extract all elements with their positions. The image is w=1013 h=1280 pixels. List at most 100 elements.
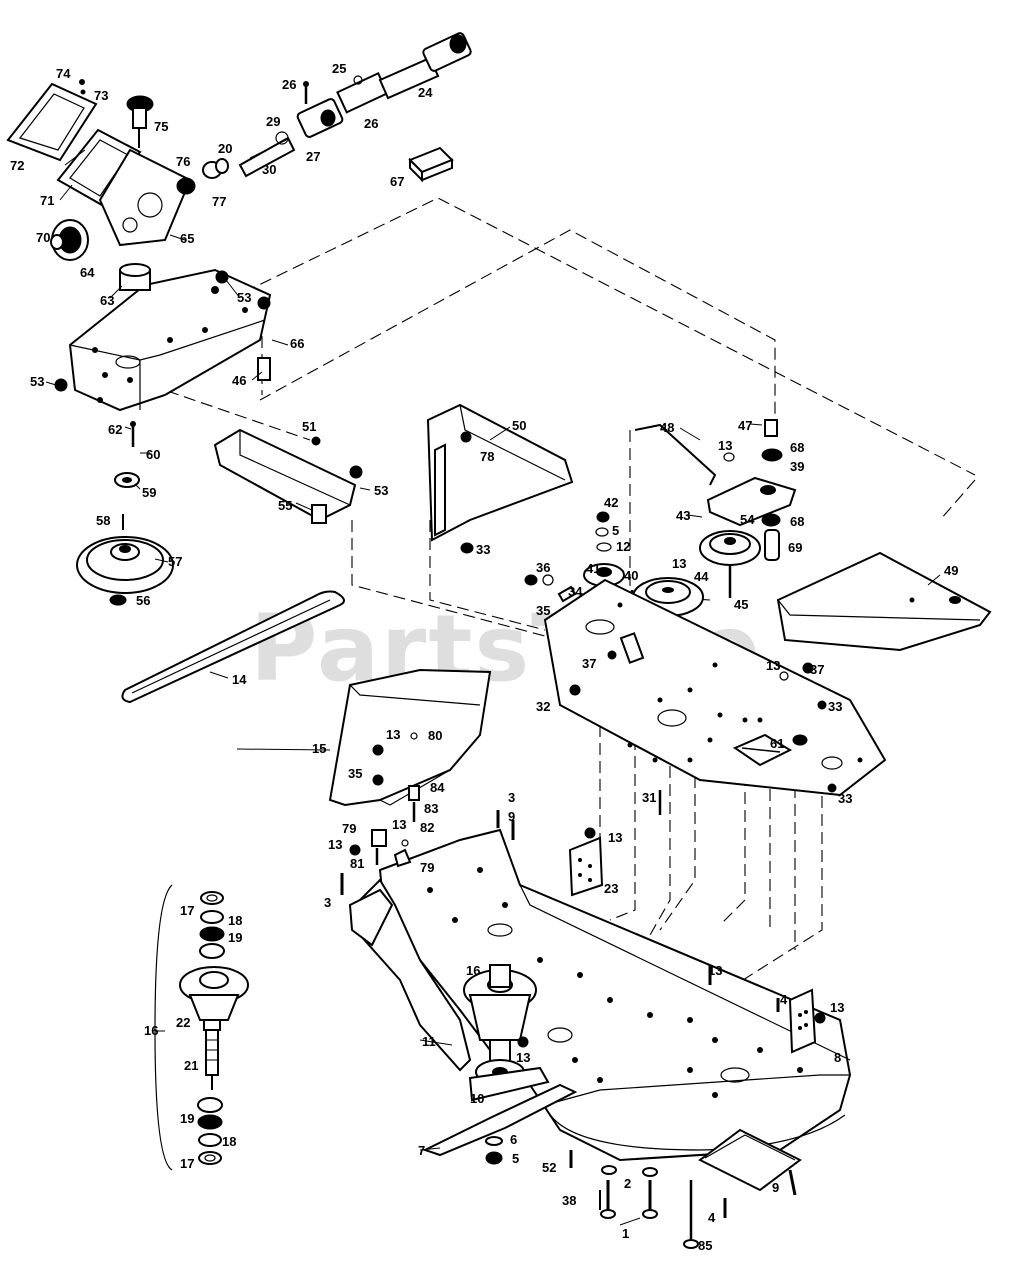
callout-2: 2 xyxy=(624,1176,631,1191)
callout-19-top: 19 xyxy=(228,930,242,945)
leader-lines xyxy=(45,149,941,1226)
gearbox-pulley xyxy=(76,421,174,606)
callout-5-top: 5 xyxy=(612,523,619,538)
callout-16-deck: 16 xyxy=(466,963,480,978)
callout-80: 80 xyxy=(428,728,442,743)
callout-17-top: 17 xyxy=(180,903,194,918)
callout-49: 49 xyxy=(944,563,958,578)
callout-39: 39 xyxy=(790,459,804,474)
callout-70: 70 xyxy=(36,230,50,245)
callout-61: 61 xyxy=(770,736,784,751)
mower-blade xyxy=(422,1083,578,1165)
callout-60: 60 xyxy=(146,447,160,462)
idler-assembly xyxy=(634,419,797,598)
callout-18-bottom: 18 xyxy=(222,1134,236,1149)
callout-37-left: 37 xyxy=(582,656,596,671)
callout-13-far-right: 13 xyxy=(830,1000,844,1015)
callout-26-top: 26 xyxy=(282,77,296,92)
v-belt xyxy=(121,590,345,704)
callout-17-bottom: 17 xyxy=(180,1156,194,1171)
gearbox-mount-bracket xyxy=(54,263,272,412)
callout-13-left: 13 xyxy=(328,837,342,852)
callout-44: 44 xyxy=(694,569,709,584)
callout-12: 12 xyxy=(616,539,630,554)
callout-63: 63 xyxy=(100,293,114,308)
callout-3-top: 3 xyxy=(508,790,515,805)
callout-47: 47 xyxy=(738,418,752,433)
callout-77: 77 xyxy=(212,194,226,209)
callout-1: 1 xyxy=(622,1226,629,1241)
callout-30: 30 xyxy=(262,162,276,177)
callout-3-left: 3 xyxy=(324,895,331,910)
callout-9-bottom: 9 xyxy=(772,1180,779,1195)
cutter-deck xyxy=(348,828,852,1192)
callout-50: 50 xyxy=(512,418,526,433)
callout-40: 40 xyxy=(624,568,638,583)
callout-73: 73 xyxy=(94,88,108,103)
spindle-on-deck xyxy=(463,964,550,1102)
callout-18-top: 18 xyxy=(228,913,242,928)
callout-56: 56 xyxy=(136,593,150,608)
pinion-gear xyxy=(126,95,154,148)
deck-hardware xyxy=(340,810,826,1249)
belt-shield-50 xyxy=(426,403,574,542)
callout-38: 38 xyxy=(562,1193,576,1208)
callout-62: 62 xyxy=(108,422,122,437)
callout-67: 67 xyxy=(390,174,404,189)
callout-29: 29 xyxy=(266,114,280,129)
callout-13-shield: 13 xyxy=(386,727,400,742)
callout-81: 81 xyxy=(350,856,364,871)
belt-shield-49 xyxy=(776,551,992,652)
spindle-exploded-view xyxy=(154,884,249,1171)
callout-13-bracket: 13 xyxy=(608,830,622,845)
callout-9-top: 9 xyxy=(508,809,515,824)
callout-4-right: 4 xyxy=(780,992,788,1007)
callout-43: 43 xyxy=(676,508,690,523)
callout-21: 21 xyxy=(184,1058,198,1073)
callout-53-top: 53 xyxy=(237,290,251,305)
callout-48: 48 xyxy=(660,420,674,435)
callout-23: 23 xyxy=(604,881,618,896)
callout-79-bottom: 79 xyxy=(420,860,434,875)
callout-75: 75 xyxy=(154,119,168,134)
callout-68-top: 68 xyxy=(790,440,804,455)
callout-69: 69 xyxy=(788,540,802,555)
callout-53-left: 53 xyxy=(30,374,44,389)
callout-84: 84 xyxy=(430,780,445,795)
callout-52: 52 xyxy=(542,1160,556,1175)
callout-11: 11 xyxy=(422,1034,436,1049)
callout-13-right: 13 xyxy=(708,963,722,978)
callout-78: 78 xyxy=(480,449,494,464)
bevel-gear xyxy=(50,219,89,261)
callout-55: 55 xyxy=(278,498,292,513)
callout-labels: 74 73 72 75 71 76 77 20 29 30 27 26 26 2… xyxy=(10,61,958,1253)
callout-19-bottom: 19 xyxy=(180,1111,194,1126)
callout-59: 59 xyxy=(142,485,156,500)
discharge-shield-15 xyxy=(328,668,492,822)
support-bracket xyxy=(213,428,363,524)
callout-10: 10 xyxy=(470,1091,484,1106)
callout-83: 83 xyxy=(424,801,438,816)
gearbox-gasket xyxy=(56,128,142,207)
bearing-76 xyxy=(176,177,196,195)
gearbox-assembly xyxy=(6,32,472,261)
callout-71: 71 xyxy=(40,193,54,208)
callout-26: 26 xyxy=(364,116,378,131)
callout-74: 74 xyxy=(56,66,71,81)
callout-65: 65 xyxy=(180,231,194,246)
callout-13-idler: 13 xyxy=(718,438,732,453)
callout-16-bracket: 16 xyxy=(144,1023,158,1038)
callout-5-bottom: 5 xyxy=(512,1151,519,1166)
callout-51: 51 xyxy=(302,419,316,434)
callout-7: 7 xyxy=(418,1143,425,1158)
callout-8: 8 xyxy=(834,1050,841,1065)
callout-13-spindle: 13 xyxy=(516,1050,530,1065)
callout-76: 76 xyxy=(176,154,190,169)
deck-top-plate xyxy=(543,578,887,815)
callout-35-shield: 35 xyxy=(348,766,362,781)
callout-32: 32 xyxy=(536,699,550,714)
callout-64: 64 xyxy=(80,265,95,280)
callout-24: 24 xyxy=(418,85,433,100)
callout-79-top: 79 xyxy=(342,821,356,836)
